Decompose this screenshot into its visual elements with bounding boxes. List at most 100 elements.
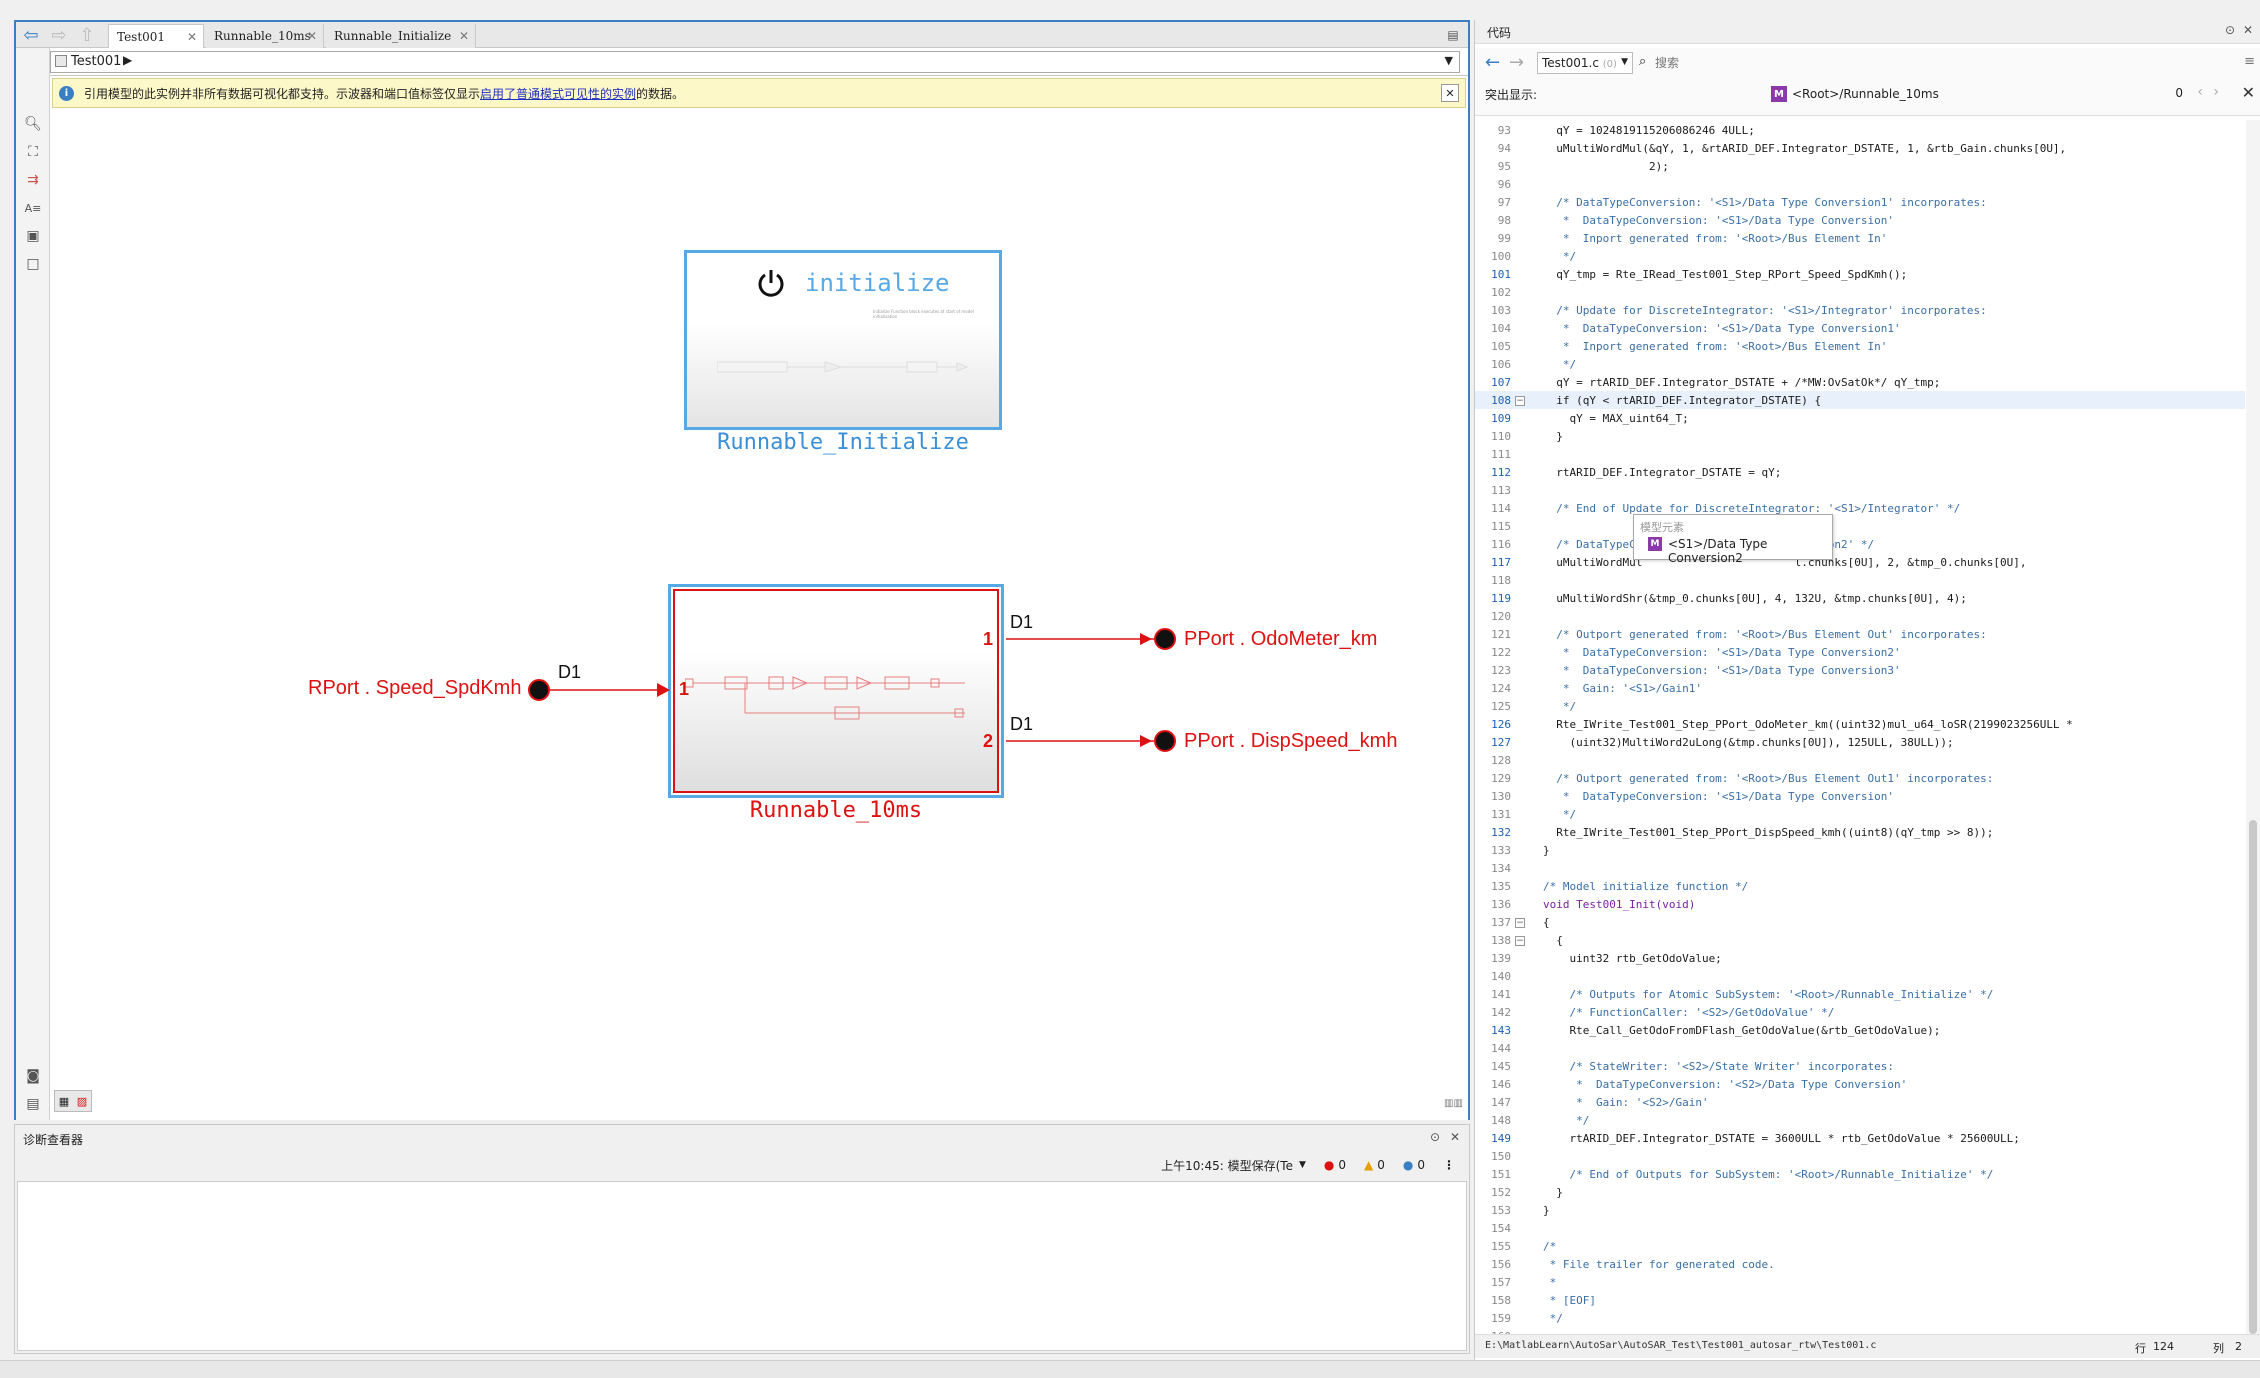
scrollbar-thumb[interactable] xyxy=(2249,820,2257,1334)
line-number[interactable]: 110 xyxy=(1491,430,1511,443)
forward-arrow-icon[interactable]: ⇨ xyxy=(51,24,67,46)
outport-dispspeed-label[interactable]: PPort . DispSpeed_kmh xyxy=(1184,730,1398,752)
signal-label-out1[interactable]: D1 xyxy=(1010,612,1034,632)
line-number[interactable]: 129 xyxy=(1491,772,1511,785)
line-number[interactable]: 152 xyxy=(1491,1186,1511,1199)
line-number[interactable]: 103 xyxy=(1491,304,1511,317)
line-number[interactable]: 105 xyxy=(1491,340,1511,353)
line-number[interactable]: 130 xyxy=(1491,790,1511,803)
outport-dispspeed[interactable] xyxy=(1154,730,1176,752)
line-number[interactable]: 154 xyxy=(1491,1222,1511,1235)
fold-toggle-icon[interactable]: − xyxy=(1515,918,1525,928)
line-number[interactable]: 148 xyxy=(1491,1114,1511,1127)
line-number[interactable]: 96 xyxy=(1497,178,1511,191)
search-input[interactable] xyxy=(1655,52,2235,74)
tab-test001[interactable]: Test001✕ xyxy=(108,24,204,48)
line-number[interactable]: 133 xyxy=(1491,844,1511,857)
panel-menu-icon[interactable]: ⊙ xyxy=(2224,23,2235,37)
line-number[interactable]: 127 xyxy=(1491,736,1511,749)
property-inspector-icon[interactable]: ▤ xyxy=(26,1096,40,1112)
chevron-right-icon[interactable]: ▶ xyxy=(123,53,133,67)
clear-highlight-icon[interactable]: ✕ xyxy=(2241,83,2255,102)
zoom-icon[interactable]: 🔍︎ xyxy=(24,116,42,132)
warning-icon[interactable]: ▲ xyxy=(1364,1158,1374,1172)
resize-grip-icon[interactable]: ▥▥ xyxy=(1444,1098,1463,1109)
line-number[interactable]: 132 xyxy=(1491,826,1511,839)
tab-menu-icon[interactable]: ▤ xyxy=(1447,28,1459,42)
line-number[interactable]: 143 xyxy=(1491,1024,1511,1037)
line-number[interactable]: 149 xyxy=(1491,1132,1511,1145)
line-number[interactable]: 116 xyxy=(1491,538,1511,551)
forward-arrow-icon[interactable]: → xyxy=(1509,52,1525,73)
menu-icon[interactable]: ≡ xyxy=(2244,54,2255,69)
line-number[interactable]: 159 xyxy=(1491,1312,1511,1325)
prev-match-icon[interactable]: ‹ xyxy=(2197,84,2203,100)
line-number[interactable]: 107 xyxy=(1491,376,1511,389)
outport-odometer-label[interactable]: PPort . OdoMeter_km xyxy=(1184,628,1378,650)
line-number[interactable]: 147 xyxy=(1491,1096,1511,1109)
line-number[interactable]: 93 xyxy=(1497,124,1511,137)
line-number[interactable]: 126 xyxy=(1491,718,1511,731)
line-number[interactable]: 98 xyxy=(1497,214,1511,227)
line-number[interactable]: 138 xyxy=(1491,934,1511,947)
breadcrumb[interactable]: Test001 ▶ ▼ xyxy=(50,51,1460,73)
code-view[interactable]: 93 qY = 1024819115206086246 4ULL;94 uMul… xyxy=(1475,120,2245,1334)
inport-bus-element[interactable] xyxy=(528,679,550,701)
explorer-bar-toggle[interactable]: ▦▨ xyxy=(54,1090,92,1112)
file-selector[interactable]: Test001.c (0) ▼ xyxy=(1537,52,1633,74)
line-number[interactable]: 97 xyxy=(1497,196,1511,209)
line-number[interactable]: 112 xyxy=(1491,466,1511,479)
highlight-chip[interactable]: M <Root>/Runnable_10ms xyxy=(1771,83,1939,105)
line-number[interactable]: 118 xyxy=(1491,574,1511,587)
line-number[interactable]: 134 xyxy=(1491,862,1511,875)
line-number[interactable]: 102 xyxy=(1491,286,1511,299)
runnable-10ms-name[interactable]: Runnable_10ms xyxy=(749,798,923,823)
close-icon[interactable]: ✕ xyxy=(186,29,197,44)
line-number[interactable]: 137 xyxy=(1491,916,1511,929)
close-icon[interactable]: ✕ xyxy=(1441,84,1459,102)
annotation-icon[interactable]: A≡ xyxy=(24,201,42,215)
line-number[interactable]: 139 xyxy=(1491,952,1511,965)
chevron-down-icon[interactable]: ▼ xyxy=(1444,54,1453,67)
line-number[interactable]: 160 xyxy=(1475,1330,1511,1334)
initialize-block-name[interactable]: Runnable_Initialize xyxy=(717,430,969,455)
chevron-down-icon[interactable]: ▼ xyxy=(1298,1160,1306,1170)
signal-label-in[interactable]: D1 xyxy=(558,662,582,682)
runnable-10ms-block[interactable]: 1 1 2 xyxy=(668,584,1004,798)
tooltip-value[interactable]: <S1>/Data Type Conversion2 xyxy=(1668,537,1768,565)
initialize-block[interactable]: initialize Initialize Function block exe… xyxy=(684,250,1002,430)
info-icon[interactable]: ● xyxy=(1402,1158,1414,1172)
line-number[interactable]: 111 xyxy=(1491,448,1511,461)
line-number[interactable]: 145 xyxy=(1491,1060,1511,1073)
line-number[interactable]: 158 xyxy=(1491,1294,1511,1307)
line-number[interactable]: 146 xyxy=(1491,1078,1511,1091)
line-number[interactable]: 113 xyxy=(1491,484,1511,497)
outport-odometer[interactable] xyxy=(1154,628,1176,650)
line-number[interactable]: 156 xyxy=(1491,1258,1511,1271)
line-number[interactable]: 106 xyxy=(1491,358,1511,371)
area-icon[interactable]: □ xyxy=(26,256,40,272)
line-number[interactable]: 131 xyxy=(1491,808,1511,821)
fit-view-icon[interactable]: ⛶ xyxy=(28,144,38,160)
line-number[interactable]: 120 xyxy=(1491,610,1511,623)
error-icon[interactable]: ● xyxy=(1323,1158,1335,1172)
line-number[interactable]: 151 xyxy=(1491,1168,1511,1181)
inport-label[interactable]: RPort . Speed_SpdKmh xyxy=(308,677,522,699)
line-number[interactable]: 141 xyxy=(1491,988,1511,1001)
fold-toggle-icon[interactable]: − xyxy=(1515,396,1525,406)
line-number[interactable]: 121 xyxy=(1491,628,1511,641)
camera-icon[interactable]: ◙ xyxy=(26,1068,40,1084)
line-number[interactable]: 109 xyxy=(1491,412,1511,425)
line-number[interactable]: 108 xyxy=(1491,394,1511,407)
back-arrow-icon[interactable]: ⇦ xyxy=(23,24,39,46)
close-icon[interactable]: ✕ xyxy=(1449,1130,1461,1144)
info-link[interactable]: 启用了普通模式可见性的实例 xyxy=(480,86,637,101)
line-number[interactable]: 144 xyxy=(1491,1042,1511,1055)
model-canvas[interactable]: initialize Initialize Function block exe… xyxy=(50,110,1468,1120)
close-icon[interactable]: ✕ xyxy=(306,29,317,43)
line-number[interactable]: 124 xyxy=(1491,682,1511,695)
scrollbar[interactable] xyxy=(2246,120,2260,1334)
line-number[interactable]: 123 xyxy=(1491,664,1511,677)
more-options-icon[interactable]: ⋮ xyxy=(1443,1158,1455,1172)
line-number[interactable]: 119 xyxy=(1491,592,1511,605)
